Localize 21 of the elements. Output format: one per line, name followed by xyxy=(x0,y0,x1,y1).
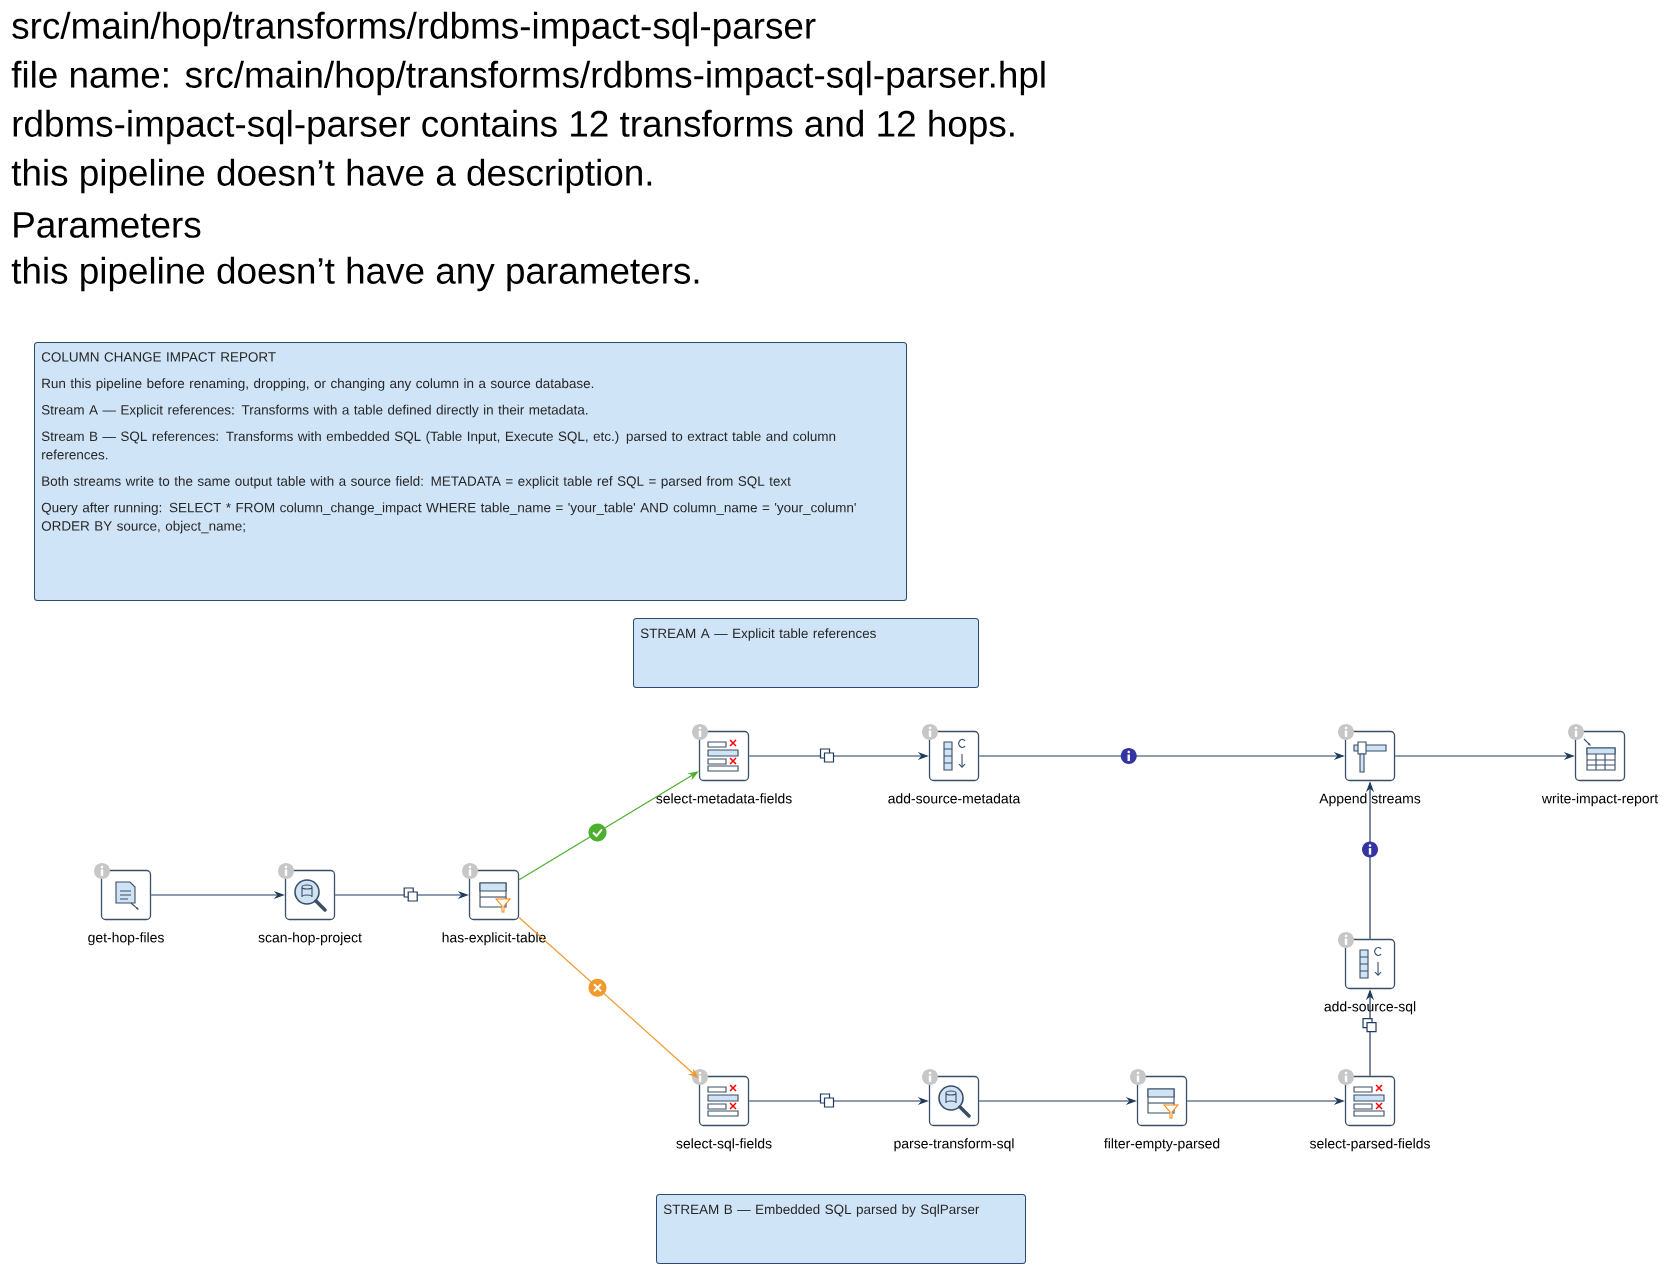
transform-step: get-hop-files xyxy=(86,869,166,946)
transform-step: select-parsed-fields xyxy=(1308,1075,1432,1152)
transform-step: Append streams xyxy=(1318,730,1422,807)
transform-step: scan-hop-project xyxy=(257,869,363,946)
note-box: COLUMN CHANGE IMPACT REPORT Run this pipeline before renaming, dropping, or changing any column in a source database. Stream A — Explicit references: Transforms with a table defined directly in their metadata. Stream B — SQL references: Transforms with embedded SQL (Table Input, Execute SQL, etc.) parsed to extract table and column references. Both streams write to the same output table with a source field: METADATA = explicit table ref SQL = parsed from SQL text Query after running: SELECT * FROM column_change_impact WHERE table_name = 'your_table' AND column_name = 'your_column' ORDER BY source, object_name; xyxy=(34,342,907,601)
transform-step: write-impact-report xyxy=(1540,730,1660,807)
heading: Parameters xyxy=(14,212,201,238)
heading: this pipeline doesn’t have any parameters. xyxy=(11,256,699,292)
heading: file name: src/main/hop/transforms/rdbms-impact-sql-parser.hpl xyxy=(11,60,1045,96)
heading: rdbms-impact-sql-parser contains 12 transforms and 12 hops. xyxy=(13,109,1014,145)
heading: src/main/hop/transforms/rdbms-impact-sql-parser xyxy=(12,11,816,47)
transform-step: add-source-sql xyxy=(1322,938,1418,1015)
transform-step: select-metadata-fields xyxy=(654,730,794,804)
transform-step: select-sql-fields xyxy=(674,1075,774,1152)
transform-step: filter-empty-parsed xyxy=(1102,1075,1222,1152)
note-box: STREAM A — Explicit table references xyxy=(633,618,979,688)
transform-step: add-source-metadata xyxy=(886,730,1022,804)
heading: this pipeline doesn’t have a description. xyxy=(11,158,652,194)
transform-step: has-explicit-table xyxy=(440,869,548,946)
transform-step: parse-transform-sql xyxy=(892,1075,1016,1152)
note-box: STREAM B — Embedded SQL parsed by SqlParser xyxy=(656,1194,1026,1264)
